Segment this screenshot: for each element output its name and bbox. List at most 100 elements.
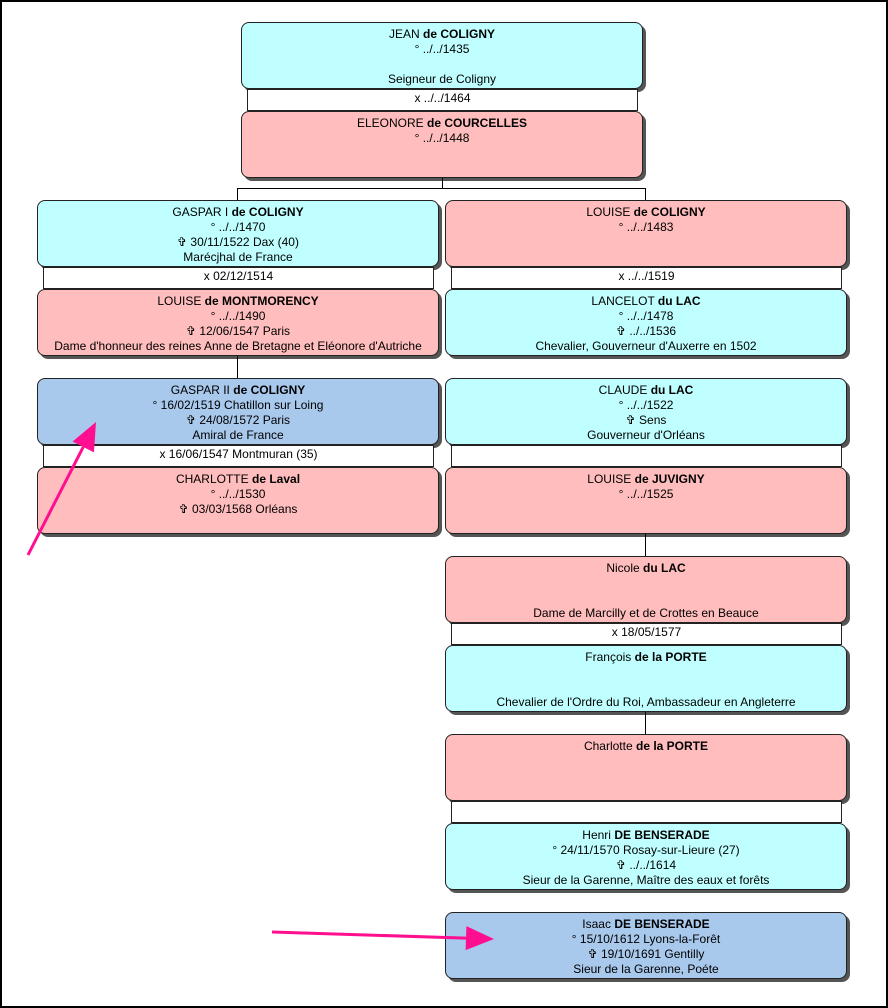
first-name: Isaac [582,917,611,931]
first-name: ELEONORE [356,116,424,130]
first-name: LOUISE [586,205,631,219]
person-detail: ° ../../1522 [618,398,674,412]
person-detail: ° ../../1448 [414,131,470,145]
person-detail: ° 16/02/1519 Chatillon sur Loing [152,398,324,412]
first-name: Charlotte [583,739,633,753]
person-card-henri[interactable]: Henri DE BENSERADE° 24/11/1570 Rosay-sur… [445,823,847,890]
person-detail: ✞ ../../1536 [615,324,677,338]
person-card-eleonore[interactable]: ELEONORE de COURCELLES° ../../1448 [241,111,643,178]
person-detail: Amiral de France [192,428,284,442]
person-name: LOUISE de COLIGNY [446,205,846,220]
connector-line [645,712,646,734]
person-detail: ° ../../1530 [210,487,266,501]
person-card-nicole[interactable]: Nicole du LAC Dame de Marcilly et de Cro… [445,556,847,623]
person-detail: Gouverneur d'Orléans [587,428,705,442]
person-detail: Sieur de la Garenne, Poéte [573,962,719,976]
connector-line [442,178,443,188]
person-detail: ✞ 24/08/1572 Paris [185,413,291,427]
first-name: LOUISE [587,472,632,486]
connector-line [237,356,238,378]
marriage-band-louise-c: x ../../1519 [451,267,842,289]
person-card-louise-j[interactable]: LOUISE de JUVIGNY° ../../1525 [445,467,847,534]
connector-line [645,188,646,200]
person-name: CHARLOTTE de Laval [38,472,438,487]
person-detail: ✞ ../../1614 [615,858,677,872]
person-card-charlotte-l[interactable]: CHARLOTTE de Laval° ../../1530✞ 03/03/15… [37,467,439,534]
last-name: de COLIGNY [231,205,304,219]
person-detail: ✞ 30/11/1522 Dax (40) [177,235,299,249]
connector-line [237,188,238,200]
person-card-jean[interactable]: JEAN de COLIGNY° ../../1435 Seigneur de … [241,22,643,89]
first-name: CLAUDE [598,383,648,397]
last-name: DE BENSERADE [614,917,710,931]
person-detail: ° ../../1435 [414,42,470,56]
person-name: GASPAR I de COLIGNY [38,205,438,220]
person-card-louise-c[interactable]: LOUISE de COLIGNY° ../../1483 [445,200,847,267]
marriage-band-claude [451,445,842,467]
first-name: GASPAR II [170,383,230,397]
marriage-band-nicole: x 18/05/1577 [451,623,842,645]
person-detail: ° ../../1470 [210,220,266,234]
person-card-isaac[interactable]: Isaac DE BENSERADE° 15/10/1612 Lyons-la-… [445,912,847,979]
person-detail: ✞ 19/10/1691 Gentilly [587,947,705,961]
person-name: Isaac DE BENSERADE [446,917,846,932]
first-name: François [585,650,632,664]
person-name: ELEONORE de COURCELLES [242,116,642,131]
person-detail: Sieur de la Garenne, Maître des eaux et … [522,873,770,887]
last-name: de MONTMORENCY [204,294,319,308]
person-name: LANCELOT du LAC [446,294,846,309]
person-detail: Chevalier de l'Ordre du Roi, Ambassadeur… [496,695,796,709]
person-name: Nicole du LAC [446,561,846,576]
person-name: CLAUDE du LAC [446,383,846,398]
person-name: Henri DE BENSERADE [446,828,846,843]
marriage-band-gaspar1: x 02/12/1514 [43,267,434,289]
arrow-icon [271,926,494,951]
first-name: Henri [582,828,611,842]
person-card-gaspar1[interactable]: GASPAR I de COLIGNY° ../../1470✞ 30/11/1… [37,200,439,267]
person-detail: Marécjhal de France [183,250,293,264]
person-name: François de la PORTE [446,650,846,665]
last-name: de Laval [252,472,301,486]
first-name: LOUISE [157,294,202,308]
person-detail: ° ../../1478 [618,309,674,323]
arrow-icon [26,422,96,556]
marriage-band-gaspar2: x 16/06/1547 Montmuran (35) [43,445,434,467]
person-detail: ° 24/11/1570 Rosay-sur-Lieure (27) [552,843,740,857]
person-detail: Seigneur de Coligny [387,72,497,86]
last-name: du LAC [643,561,686,575]
marriage-band-jean: x ../../1464 [247,89,638,111]
connector-line [237,188,646,189]
person-card-francois[interactable]: François de la PORTE Chevalier de l'Ordr… [445,645,847,712]
person-detail: ° ../../1490 [210,309,266,323]
person-detail: ✞ Sens [625,413,667,427]
first-name: GASPAR I [172,205,229,219]
marriage-band-charlotte-p [451,801,842,823]
person-detail: ✞ 12/06/1547 Paris [185,324,291,338]
person-card-louise-m[interactable]: LOUISE de MONTMORENCY° ../../1490✞ 12/06… [37,289,439,356]
first-name: CHARLOTTE [175,472,249,486]
person-name: LOUISE de MONTMORENCY [38,294,438,309]
last-name: de COLIGNY [423,27,496,41]
last-name: de COLIGNY [633,205,706,219]
last-name: de JUVIGNY [634,472,705,486]
person-detail: Chevalier, Gouverneur d'Auxerre en 1502 [535,339,757,353]
person-detail: Dame de Marcilly et de Crottes en Beauce [533,606,759,620]
person-card-charlotte-p[interactable]: Charlotte de la PORTE [445,734,847,801]
person-detail: ✞ 03/03/1568 Orléans [178,502,298,516]
last-name: de la PORTE [636,739,709,753]
last-name: de COURCELLES [427,116,528,130]
last-name: de la PORTE [634,650,707,664]
person-name: JEAN de COLIGNY [242,27,642,42]
person-name: LOUISE de JUVIGNY [446,472,846,487]
person-detail: ° ../../1483 [618,220,674,234]
last-name: du LAC [657,294,701,308]
last-name: DE BENSERADE [614,828,710,842]
person-card-gaspar2[interactable]: GASPAR II de COLIGNY° 16/02/1519 Chatill… [37,378,439,445]
person-detail: ° 15/10/1612 Lyons-la-Forêt [571,932,721,946]
last-name: de COLIGNY [233,383,306,397]
first-name: LANCELOT [591,294,655,308]
person-detail: Dame d'honneur des reines Anne de Bretag… [54,339,422,353]
